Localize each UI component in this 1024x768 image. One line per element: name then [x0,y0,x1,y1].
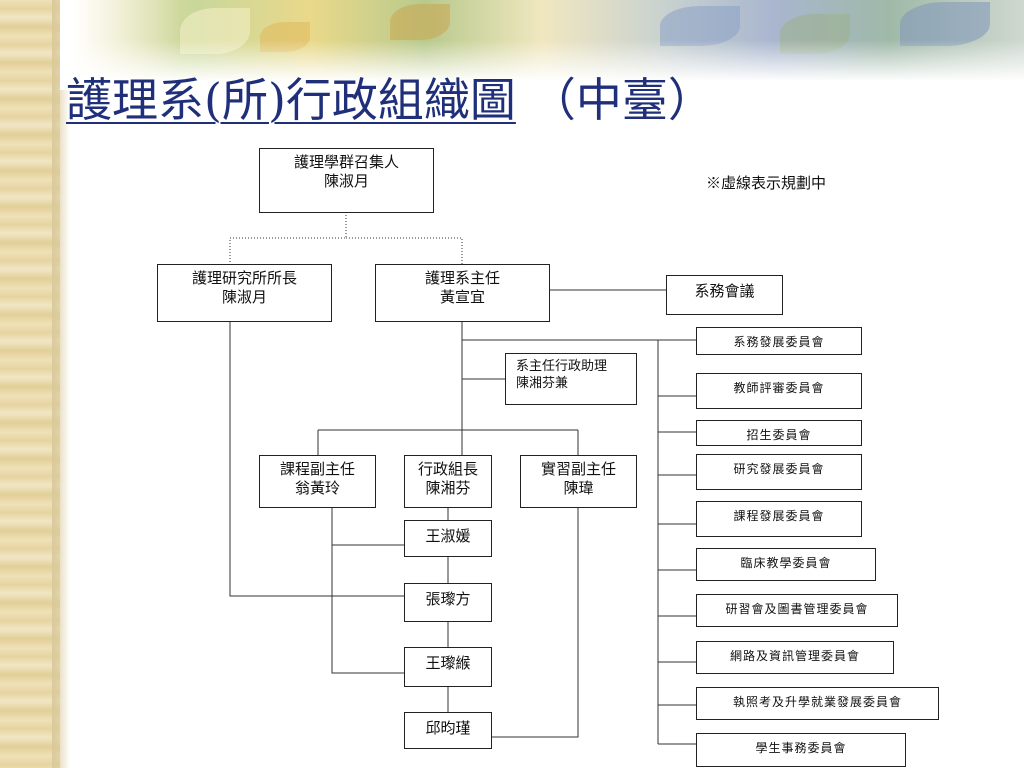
committee-box: 研究發展委員會 [696,454,862,490]
leaf-shape [390,4,450,40]
dashed-link-institute [229,212,347,264]
link-practicum-staff4 [492,507,579,738]
dept-head-title: 護理系主任 [424,269,500,287]
institute-head-name: 陳淑月 [221,288,267,306]
committee-label: 研究發展委員會 [733,462,825,476]
staff-box-3: 王瓈緱 [404,647,492,687]
committee-box: 網路及資訊管理委員會 [696,641,894,674]
committee-box: 招生委員會 [696,420,862,446]
staff-box-4: 邱昀瑾 [404,712,492,749]
institute-head-title: 護理研究所所長 [191,269,297,287]
practicum-deputy-box: 實習副主任 陳瑋 [520,455,637,508]
committee-box: 課程發展委員會 [696,501,862,537]
dashed-link-dept [346,237,463,264]
committee-box: 執照考及升學就業發展委員會 [696,687,939,720]
committee-label: 教師評審委員會 [733,381,825,395]
parchment-shadow [52,0,70,768]
committee-box: 教師評審委員會 [696,373,862,409]
assistant-title: 系主任行政助理 [516,359,608,374]
committee-box: 系務發展委員會 [696,327,862,355]
admin-leader-name: 陳湘芬 [425,479,471,497]
committee-label: 課程發展委員會 [733,509,825,523]
link-curriculum-staff3 [331,545,404,674]
institute-head-box: 護理研究所所長 陳淑月 [157,264,332,322]
committee-label: 系務發展委員會 [733,335,825,349]
staff-name: 邱昀瑾 [425,719,471,737]
banner-fade-left [60,0,180,90]
slide-title: 護理系(所)行政組織圖（中臺） [66,70,714,130]
staff-box-1: 王淑媛 [404,520,492,557]
practicum-deputy-name: 陳瑋 [563,479,594,497]
committee-label: 學生事務委員會 [755,741,847,755]
title-sub: （中臺） [529,73,714,127]
convener-name: 陳淑月 [323,172,369,190]
assistant-name: 陳湘芬兼 [516,376,569,391]
committee-label: 執照考及升學就業發展委員會 [732,695,902,709]
staff-name: 王淑媛 [425,527,471,545]
title-main: 護理系(所)行政組織圖 [66,73,516,127]
committee-label: 研習會及圖書管理委員會 [725,602,869,616]
curriculum-deputy-name: 翁黃玲 [294,479,340,497]
committee-label: 臨床教學委員會 [740,556,832,570]
leaf-shape [900,2,990,46]
link-curriculum-staff1 [331,507,404,546]
committee-label: 招生委員會 [746,428,812,442]
admin-leader-title: 行政組長 [417,460,478,478]
committee-box: 學生事務委員會 [696,733,906,767]
dept-meeting-box: 系務會議 [666,275,783,315]
committee-label: 網路及資訊管理委員會 [729,649,860,663]
curriculum-deputy-title: 課程副主任 [279,460,355,478]
admin-leader-box: 行政組長 陳湘芬 [404,455,492,508]
staff-name: 張瓈方 [425,590,471,608]
staff-name: 王瓈緱 [425,654,471,672]
parchment-sidebar [0,0,60,768]
committee-box: 研習會及圖書管理委員會 [696,594,898,627]
convener-title: 護理學群召集人 [293,153,399,171]
practicum-deputy-title: 實習副主任 [540,460,616,478]
dept-head-name: 黃宣宜 [439,288,485,306]
assistant-box: 系主任行政助理 陳湘芬兼 [505,353,637,405]
banner-fade [60,40,1024,86]
curriculum-deputy-box: 課程副主任 翁黃玲 [259,455,376,508]
committee-box: 臨床教學委員會 [696,548,876,581]
dept-head-box: 護理系主任 黃宣宜 [375,264,550,322]
staff-box-2: 張瓈方 [404,583,492,622]
convener-box: 護理學群召集人 陳淑月 [259,148,434,213]
dashed-line-note: ※虛線表示規劃中 [706,174,827,192]
dept-meeting-label: 系務會議 [694,282,755,300]
leaf-shape [660,6,740,46]
